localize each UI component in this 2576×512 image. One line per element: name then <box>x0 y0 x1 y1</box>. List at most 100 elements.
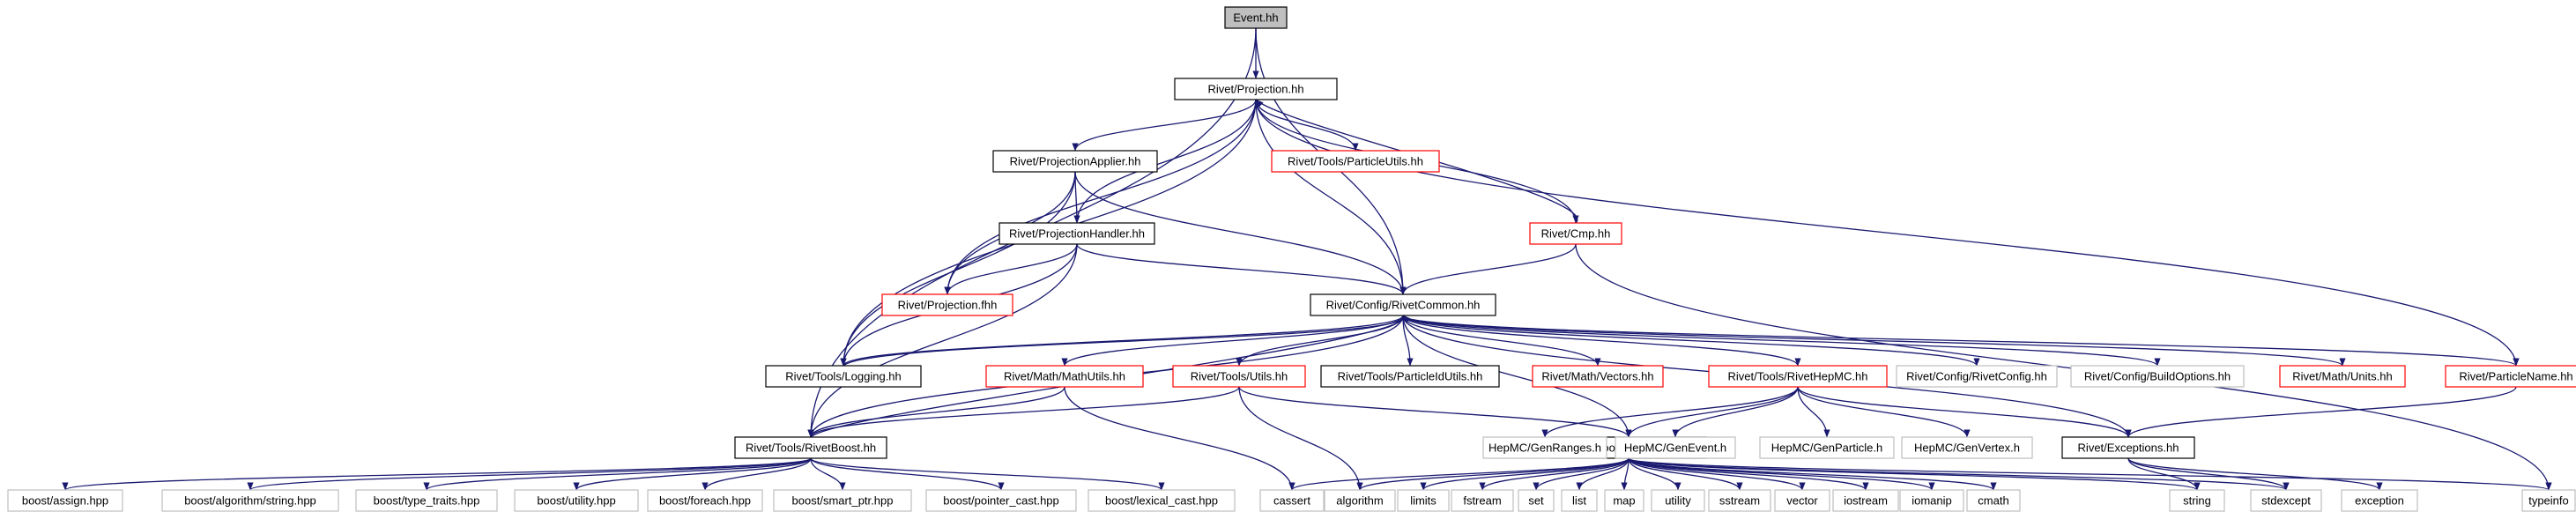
node-string: string <box>2169 489 2225 512</box>
node-particleutils[interactable]: Rivet/Tools/ParticleUtils.hh <box>1271 150 1440 173</box>
node-typetraits: boost/type_traits.hpp <box>355 489 498 512</box>
node-limits: limits <box>1397 489 1450 512</box>
node-exceptions-box <box>2061 436 2195 459</box>
node-projfhh[interactable]: Rivet/Projection.fhh <box>881 293 1013 316</box>
node-stdexcept-label: stdexcept <box>2261 493 2311 507</box>
edge-projection-to-projfhh <box>944 99 1257 295</box>
node-genevent-box <box>1615 436 1736 459</box>
node-algorithm: algorithm <box>1324 489 1396 512</box>
node-string-label: string <box>2183 493 2211 507</box>
node-iomanip: iomanip <box>1899 489 1964 512</box>
node-logging[interactable]: Rivet/Tools/Logging.hh <box>765 365 922 388</box>
node-particleidutils[interactable]: Rivet/Tools/ParticleIdUtils.hh <box>1320 365 1500 388</box>
node-rivetcommon-box <box>1310 293 1496 316</box>
node-exception: exception <box>2341 489 2418 512</box>
edge-rivetcommon-to-rivetconfig <box>1402 315 1980 367</box>
node-algorithm-label: algorithm <box>1336 493 1383 507</box>
node-rivetboost-box <box>734 436 887 459</box>
node-cmp[interactable]: Rivet/Cmp.hh <box>1529 222 1622 245</box>
node-rivethepmc-label: Rivet/Tools/RivetHepMC.hh <box>1728 369 1868 382</box>
node-genvertex-box <box>1901 436 2033 459</box>
node-buildoptions-box <box>2070 365 2245 388</box>
node-exceptions[interactable]: Rivet/Exceptions.hh <box>2061 436 2195 459</box>
node-genparticle-box <box>1759 436 1895 459</box>
edge-rivetstl-to-sstream <box>1628 457 1743 491</box>
node-lexcast-label: boost/lexical_cast.hpp <box>1105 493 1218 507</box>
node-typeinfo-box <box>2521 489 2576 512</box>
node-projapplier[interactable]: Rivet/ProjectionApplier.hh <box>992 150 1158 173</box>
node-rivetboost[interactable]: Rivet/Tools/RivetBoost.hh <box>734 436 887 459</box>
node-sstream-box <box>1708 489 1771 512</box>
node-smartptr-label: boost/smart_ptr.hpp <box>792 493 894 507</box>
edge-rivetcommon-to-vectors <box>1402 315 1601 367</box>
edge-rivetstl-to-stdexcept <box>1628 457 2290 491</box>
edge-projection-to-projapplier <box>1072 99 1257 152</box>
node-rivetconfig: Rivet/Config/RivetConfig.hh <box>1896 365 2058 388</box>
node-cmath-box <box>1966 489 2021 512</box>
node-string-box <box>2169 489 2225 512</box>
node-utility_hpp: boost/utility.hpp <box>514 489 639 512</box>
edge-mathutils-to-cassert <box>1064 386 1295 491</box>
node-cmp-box <box>1529 222 1622 245</box>
node-projapplier-box <box>992 150 1158 173</box>
node-event[interactable]: Event.hh <box>1224 6 1288 29</box>
node-assign-label: boost/assign.hpp <box>22 493 108 507</box>
node-list-box <box>1561 489 1598 512</box>
node-smartptr: boost/smart_ptr.hpp <box>773 489 912 512</box>
node-mathutils[interactable]: Rivet/Math/MathUtils.hh <box>985 365 1144 388</box>
node-ptrcast-box <box>925 489 1077 512</box>
edge-rivethepmc-to-rivetstl <box>1625 386 1799 438</box>
node-vectors[interactable]: Rivet/Math/Vectors.hh <box>1532 365 1664 388</box>
edge-cmp-to-typeinfo <box>1575 243 2552 491</box>
node-lexcast-box <box>1088 489 1236 512</box>
node-ptrcast: boost/pointer_cast.hpp <box>925 489 1077 512</box>
node-rivetboost-label: Rivet/Tools/RivetBoost.hh <box>746 441 876 454</box>
node-typetraits-box <box>355 489 498 512</box>
node-utils-box <box>1172 365 1306 388</box>
nodes-layer: Event.hhRivet/Projection.hhRivet/Project… <box>7 6 2576 512</box>
node-projection-label: Rivet/Projection.hh <box>1207 82 1303 95</box>
node-rivetconfig-label: Rivet/Config/RivetConfig.hh <box>1906 369 2047 382</box>
node-stdexcept-box <box>2250 489 2322 512</box>
node-set-box <box>1518 489 1555 512</box>
edge-exceptions-to-stdexcept <box>2127 457 2290 491</box>
node-units-box <box>2279 365 2406 388</box>
node-cmp-label: Rivet/Cmp.hh <box>1541 226 1611 240</box>
edge-rivetstl-to-iomanip <box>1628 457 1935 491</box>
node-utils[interactable]: Rivet/Tools/Utils.hh <box>1172 365 1306 388</box>
edge-rivethepmc-to-genranges <box>1541 386 1799 438</box>
edge-rivetstl-to-cassert <box>1288 457 1629 491</box>
node-iomanip-label: iomanip <box>1912 493 1952 507</box>
node-typeinfo: typeinfo <box>2521 489 2576 512</box>
node-rivethepmc-box <box>1708 365 1888 388</box>
node-smartptr-box <box>773 489 912 512</box>
node-projhandler[interactable]: Rivet/ProjectionHandler.hh <box>998 222 1155 245</box>
node-projfhh-label: Rivet/Projection.fhh <box>898 298 998 311</box>
node-vectors-label: Rivet/Math/Vectors.hh <box>1541 369 1653 382</box>
edge-rivetcommon-to-rivetstl <box>1402 315 1632 438</box>
node-genranges: HepMC/GenRanges.h <box>1482 436 1607 459</box>
node-genvertex-label: HepMC/GenVertex.h <box>1914 441 2020 454</box>
node-ptrcast-label: boost/pointer_cast.hpp <box>943 493 1059 507</box>
node-utils-label: Rivet/Tools/Utils.hh <box>1191 369 1288 382</box>
node-foreach: boost/foreach.hpp <box>647 489 763 512</box>
node-projection[interactable]: Rivet/Projection.hh <box>1174 78 1338 100</box>
node-stdexcept: stdexcept <box>2250 489 2322 512</box>
node-vector-box <box>1774 489 1830 512</box>
node-map-box <box>1604 489 1644 512</box>
node-rivethepmc[interactable]: Rivet/Tools/RivetHepMC.hh <box>1708 365 1888 388</box>
edge-rivetboost-to-typetraits <box>423 457 812 491</box>
edge-utils-to-rivetboost <box>807 386 1240 438</box>
node-particlename-box <box>2445 365 2576 388</box>
node-mathutils-label: Rivet/Math/MathUtils.hh <box>1004 369 1125 382</box>
node-units[interactable]: Rivet/Math/Units.hh <box>2279 365 2406 388</box>
node-rivetcommon[interactable]: Rivet/Config/RivetCommon.hh <box>1310 293 1496 316</box>
edge-rivetstl-to-cmath <box>1628 457 1997 491</box>
node-iostream-label: iostream <box>1844 493 1888 507</box>
node-fstream: fstream <box>1451 489 1514 512</box>
node-particlename-label: Rivet/ParticleName.hh <box>2459 369 2572 382</box>
node-foreach-label: boost/foreach.hpp <box>659 493 751 507</box>
node-set: set <box>1518 489 1555 512</box>
node-particleutils-box <box>1271 150 1440 173</box>
node-particlename[interactable]: Rivet/ParticleName.hh <box>2445 365 2576 388</box>
